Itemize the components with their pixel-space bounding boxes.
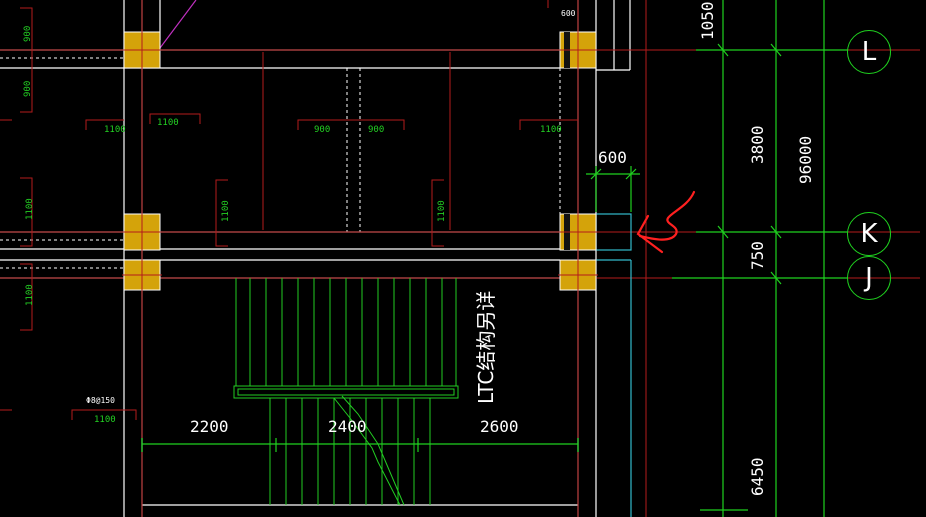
column-center-marks [122,30,598,292]
magenta-line [159,0,197,49]
dim-3800: 3800 [748,125,767,164]
rebar-label-h1100-c: 1100 [540,125,562,135]
rebar-label-v1100-a: 1100 [25,198,35,220]
dashed-lines [0,57,561,269]
axis-dimension-lines [141,0,848,517]
rebar-label-h900-a: 900 [314,125,331,135]
dim-600: 600 [598,148,627,167]
stair-note-label: LTC结构另详 [474,290,498,404]
dim-750: 750 [748,241,767,270]
rebar-label-v1100-d: 1100 [25,284,35,306]
rebar-spec-label: Φ8@150 [86,396,115,405]
dim-2400: 2400 [328,417,367,436]
rebar-label-h1100-d: 1100 [94,415,116,425]
wall-outlines [0,0,631,517]
cyan-outline [595,213,632,517]
dim-2600: 2600 [480,417,519,436]
annotation-arrow [636,190,696,254]
rebar-label-v1100-b: 1100 [221,200,231,222]
dim-2200: 2200 [190,417,229,436]
rebar-brackets [0,0,578,420]
dim-1050: 1050 [698,1,717,40]
axis-bubble-K: K [847,212,891,256]
dim-96000: 96000 [796,135,815,184]
stair-treads [233,278,459,506]
rebar-label-v900-b: 900 [23,80,33,97]
rebar-label-h1100-b: 1100 [157,118,179,128]
dim-600-top: 600 [561,9,576,18]
rebar-label-h1100-a: 1100 [104,125,126,135]
dim-6450: 6450 [748,457,767,496]
rebar-label-h900-b: 900 [368,125,385,135]
axis-bubble-J: J [847,256,891,300]
rebar-label-v900-a: 900 [23,25,33,42]
axis-bubble-L: L [847,30,891,74]
rebar-label-v1100-c: 1100 [437,200,447,222]
